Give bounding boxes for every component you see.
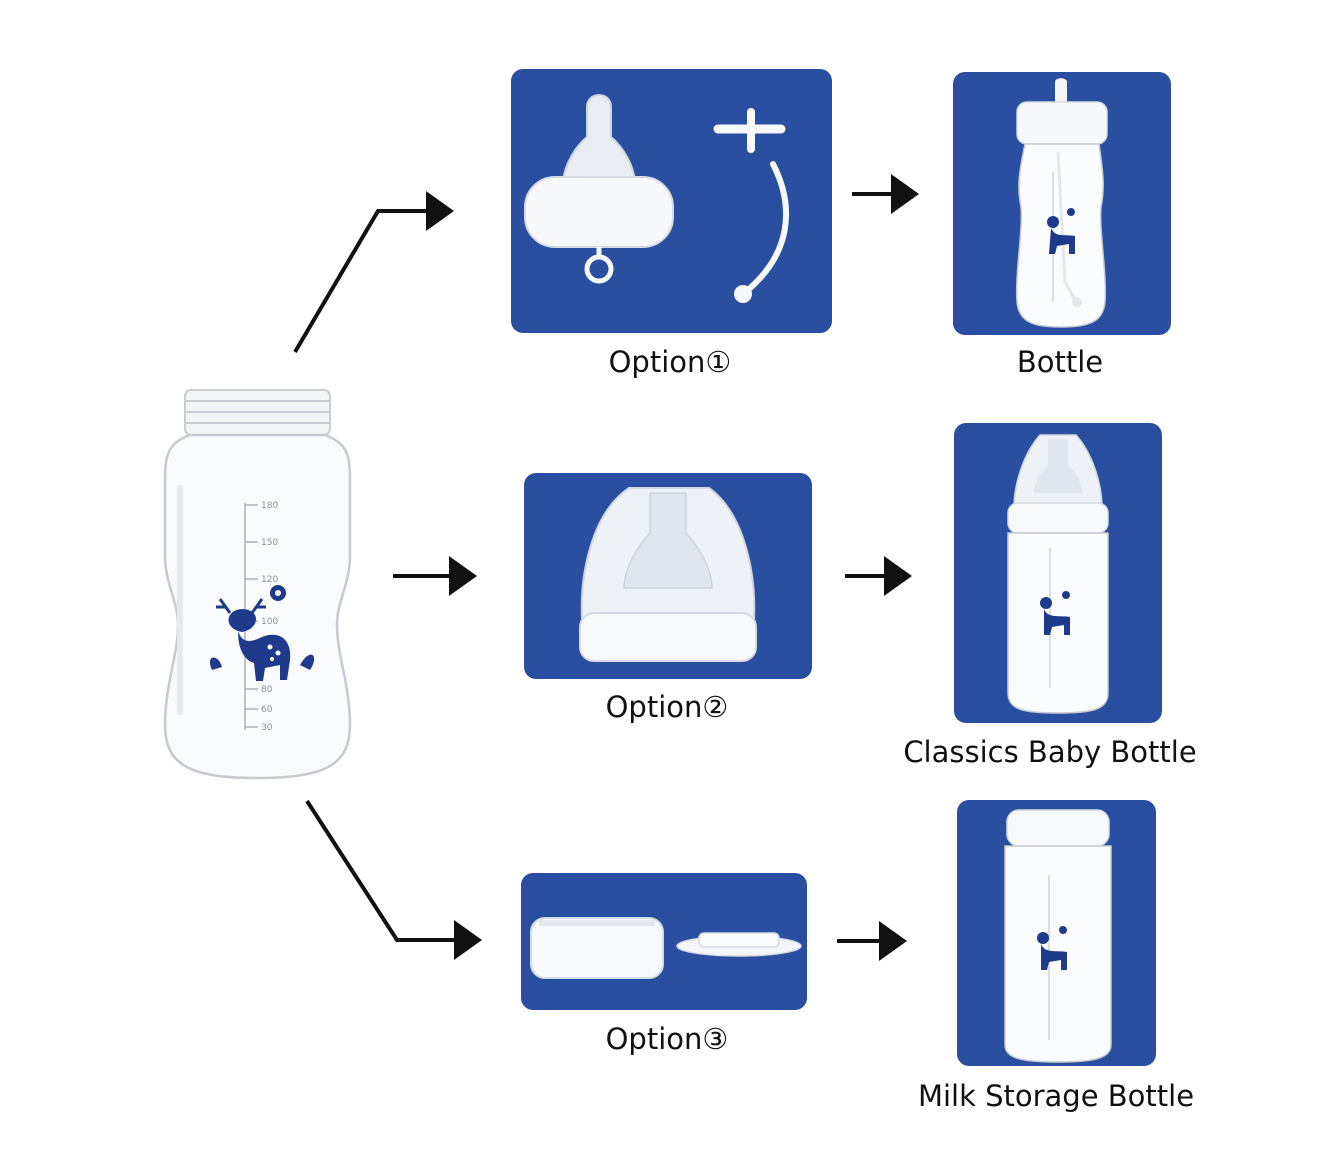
classics-baby-bottle-image [1007, 434, 1109, 714]
flower-icon [270, 585, 286, 601]
leaf-icon [209, 654, 315, 670]
bottle-image [1015, 78, 1108, 328]
graduation-60: 60 [261, 705, 273, 715]
option-3-parts [530, 917, 802, 979]
milk-storage-bottle-panel [957, 800, 1156, 1066]
bottle-label: Bottle [1016, 345, 1104, 379]
sealing-disc-icon [676, 932, 802, 957]
option-1-parts [524, 94, 790, 303]
graduation-100: 100 [261, 617, 278, 627]
source-bottle-image: 180 150 120 100 80 60 30 [163, 389, 352, 780]
nipple-dome-cap-icon [579, 487, 757, 662]
milk-storage-bottle-label: Milk Storage Bottle [917, 1079, 1195, 1113]
deer-icon [1037, 932, 1067, 970]
classics-baby-bottle-label: Classics Baby Bottle [903, 735, 1197, 769]
option-2-parts [579, 487, 757, 662]
deer-icon [216, 598, 291, 681]
arrow-source-to-option-3 [305, 799, 482, 960]
option-3-panel [521, 873, 807, 1010]
nipple-cap-icon [524, 94, 674, 284]
storage-lid-icon [530, 917, 664, 979]
graduation-120: 120 [261, 575, 278, 585]
graduation-180: 180 [261, 501, 278, 511]
option-2-panel [524, 473, 812, 679]
straw-icon [713, 108, 790, 303]
option-1-label: Option① [608, 345, 732, 379]
option-3-label: Option③ [605, 1022, 729, 1056]
graduation-30: 30 [261, 723, 273, 733]
option-1-panel [511, 69, 832, 333]
classics-baby-bottle-panel [954, 423, 1162, 723]
deer-icon [1040, 597, 1070, 635]
graduation-80: 80 [261, 685, 273, 695]
graduation-150: 150 [261, 538, 278, 548]
bottle-panel [953, 72, 1171, 335]
option-2-label: Option② [605, 690, 729, 724]
deer-icon [1047, 216, 1075, 254]
arrow-source-to-option-1 [293, 191, 454, 354]
milk-storage-bottle-image [1004, 809, 1112, 1063]
